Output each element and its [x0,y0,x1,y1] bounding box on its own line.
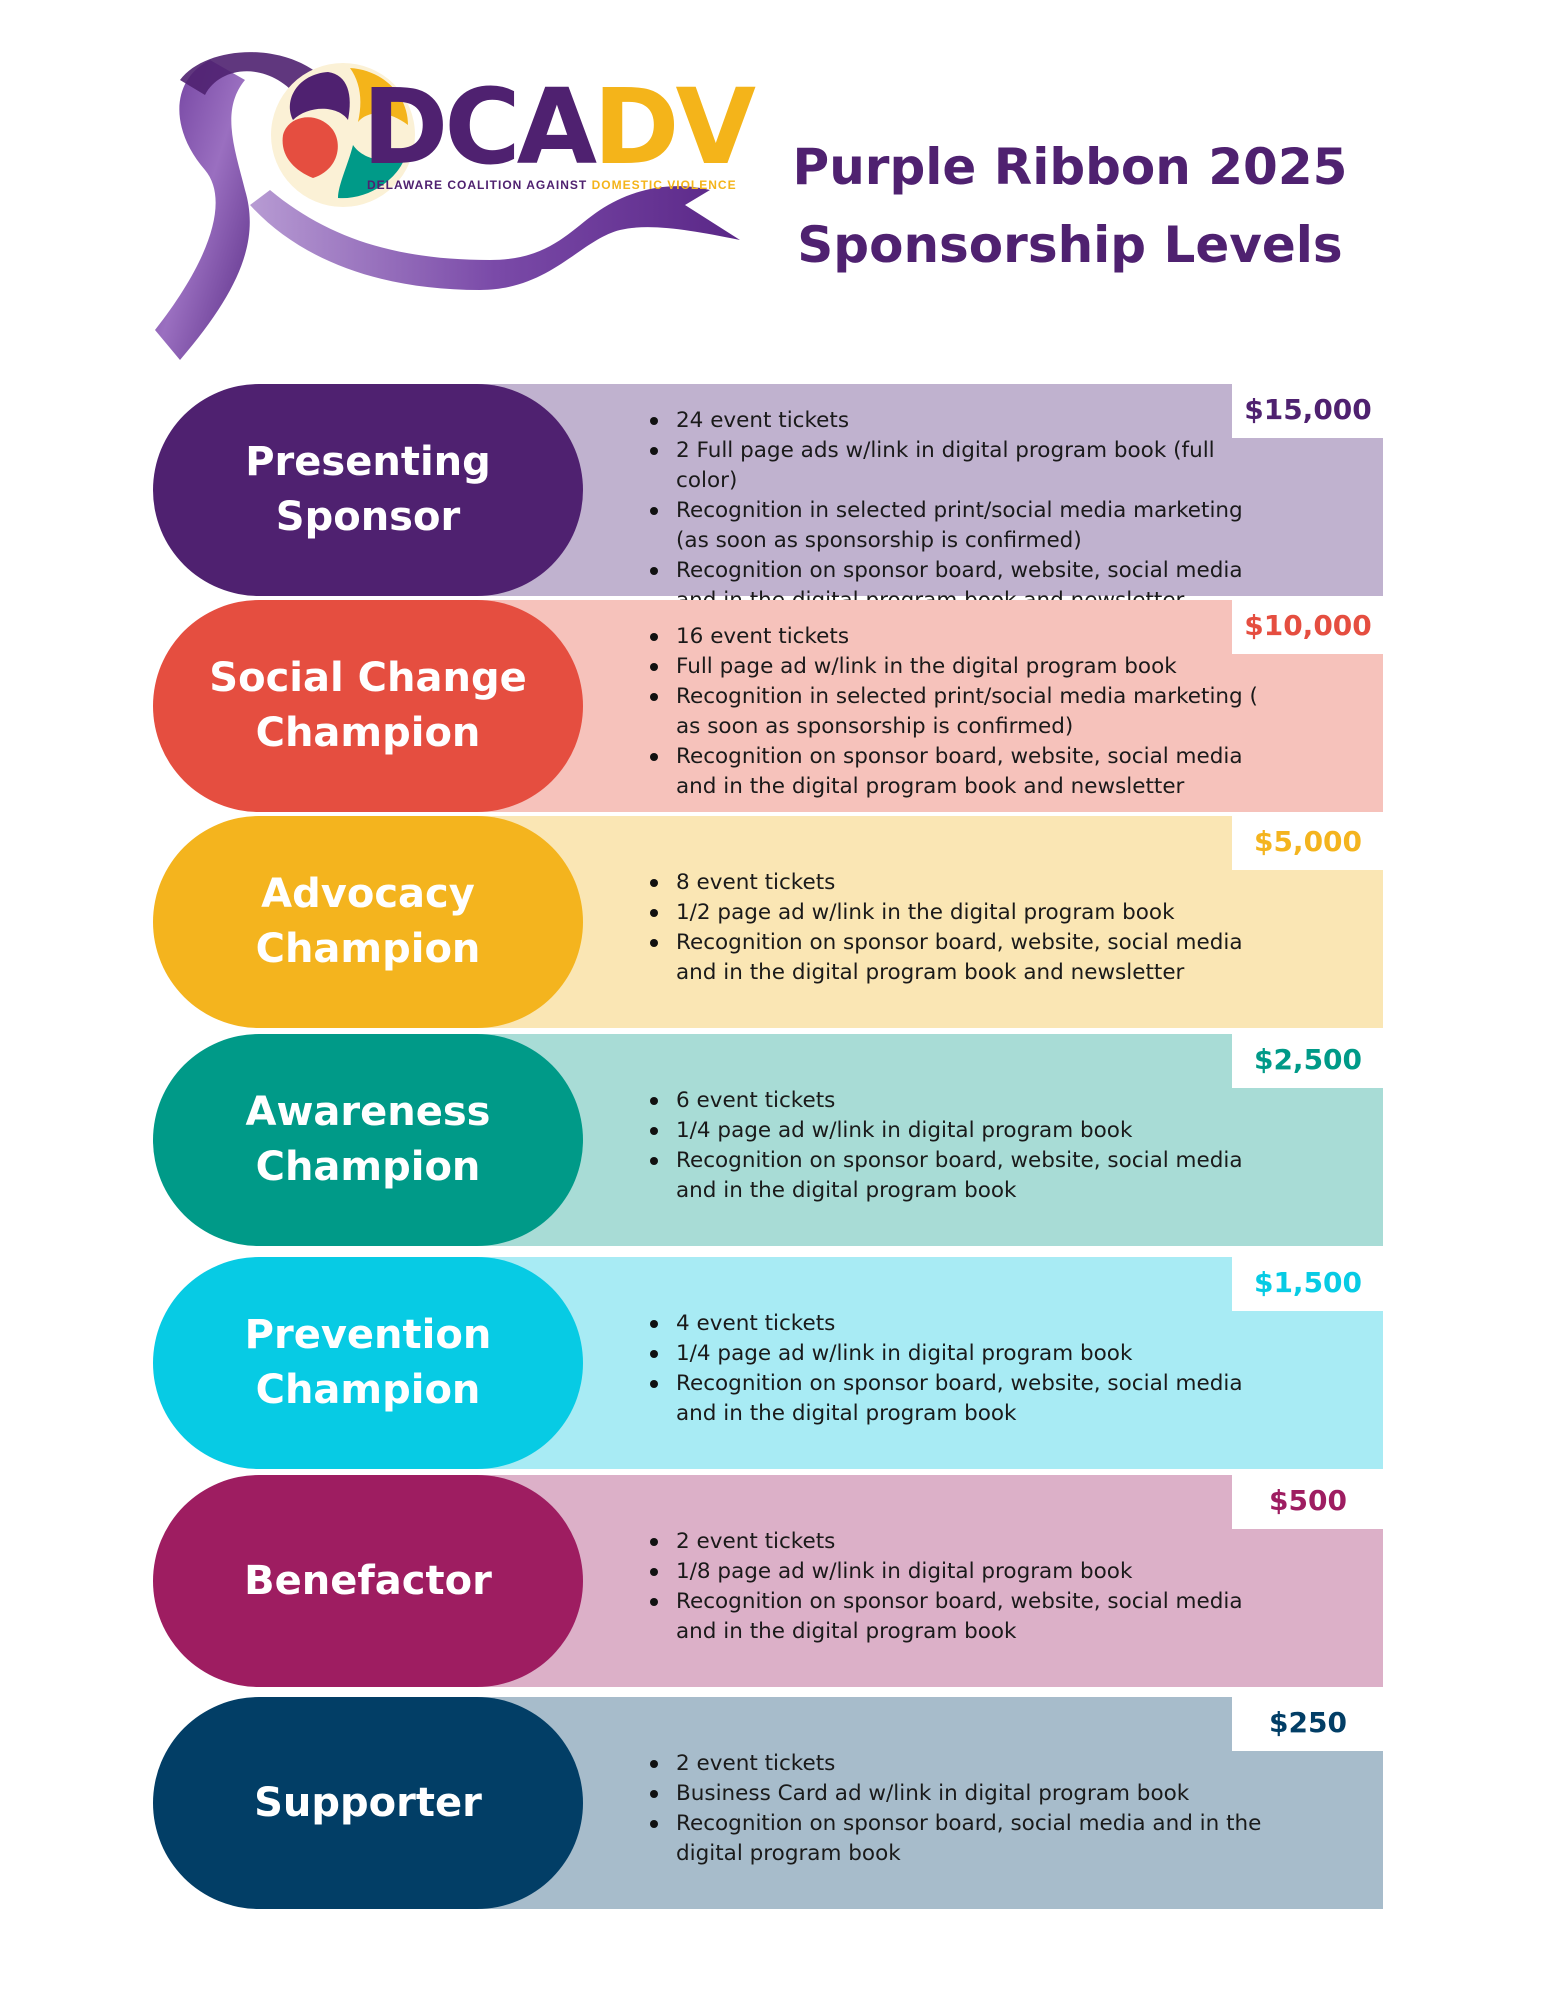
benefit-item: Business Card ad w/link in digital progr… [640,1779,1280,1809]
level-price: $1,500 [1253,1265,1363,1299]
benefit-item: 6 event tickets [640,1086,1280,1116]
benefit-item: 1/4 page ad w/link in digital program bo… [640,1339,1280,1369]
title-line-1: Purple Ribbon 2025 [792,138,1348,196]
level-price: $2,500 [1253,1042,1363,1076]
price-tag: $10,000 [1232,596,1384,654]
level-name: Awareness Champion [245,1089,491,1190]
price-tag: $2,500 [1232,1030,1384,1088]
level-name: Prevention Champion [244,1312,492,1413]
level-price: $250 [1269,1705,1347,1739]
benefit-item: 4 event tickets [640,1309,1280,1339]
price-tag: $15,000 [1232,380,1384,438]
level-price: $5,000 [1253,824,1363,858]
benefit-item: Recognition on sponsor board, website, s… [640,1146,1280,1206]
benefit-item: Recognition on sponsor board, website, s… [640,742,1280,802]
benefit-item: 2 Full page ads w/link in digital progra… [640,436,1280,496]
benefit-item: Recognition in selected print/social med… [640,496,1280,556]
benefit-item: 16 event tickets [640,622,1280,652]
level-name-pill: Awareness Champion [153,1034,583,1246]
benefit-item: Full page ad w/link in the digital progr… [640,652,1280,682]
header: DCADV DELAWARE COALITION AGAINST DOMESTI… [0,0,1545,380]
level-name: Supporter [254,1779,482,1826]
page-title: Purple Ribbon 2025 Sponsorship Levels [760,128,1380,284]
benefit-item: Recognition on sponsor board, social med… [640,1809,1280,1869]
benefit-item: 1/8 page ad w/link in digital program bo… [640,1557,1280,1587]
level-name-pill: Prevention Champion [153,1257,583,1469]
benefit-item: 1/4 page ad w/link in digital program bo… [640,1116,1280,1146]
benefit-item: 24 event tickets [640,406,1280,436]
logo-tagline: DELAWARE COALITION AGAINST DOMESTIC VIOL… [367,178,737,192]
level-name-pill: Advocacy Champion [153,816,583,1028]
benefit-item: 1/2 page ad w/link in the digital progra… [640,898,1280,928]
level-name-pill: Benefactor [153,1475,583,1687]
benefit-item: 8 event tickets [640,868,1280,898]
price-tag: $1,500 [1232,1253,1384,1311]
level-price: $15,000 [1244,392,1372,426]
level-name-pill: Social Change Champion [153,600,583,812]
title-line-2: Sponsorship Levels [797,216,1343,274]
price-tag: $5,000 [1232,812,1384,870]
level-price: $10,000 [1244,608,1372,642]
benefit-item: Recognition in selected print/social med… [640,682,1280,742]
benefit-item: 2 event tickets [640,1749,1280,1779]
logo-tagline-accent: DOMESTIC VIOLENCE [591,178,737,192]
dcadv-logo-text: DCADV [362,75,756,179]
benefit-item: 2 event tickets [640,1527,1280,1557]
benefit-item: Recognition on sponsor board, website, s… [640,928,1280,988]
logo-letters-accent: DV [593,66,756,188]
level-name: Social Change Champion [209,655,527,756]
level-name: Benefactor [244,1557,492,1604]
benefit-item: Recognition on sponsor board, website, s… [640,1369,1280,1429]
price-tag: $250 [1232,1693,1384,1751]
logo-tagline-primary: DELAWARE COALITION AGAINST [367,178,588,192]
sponsorship-level: Prevention Champion $1,500 4 event tickets… [0,1253,1545,1469]
benefit-item: Recognition on sponsor board, website, s… [640,1587,1280,1647]
price-tag: $500 [1232,1471,1384,1529]
level-price: $500 [1269,1483,1347,1517]
level-name-pill: Supporter [153,1697,583,1909]
level-name: Advocacy Champion [255,871,481,972]
level-name: Presenting Sponsor [245,439,491,540]
dcadv-logo-icon [271,63,415,207]
logo-letters-primary: DCA [362,66,597,188]
level-name-pill: Presenting Sponsor [153,384,583,596]
